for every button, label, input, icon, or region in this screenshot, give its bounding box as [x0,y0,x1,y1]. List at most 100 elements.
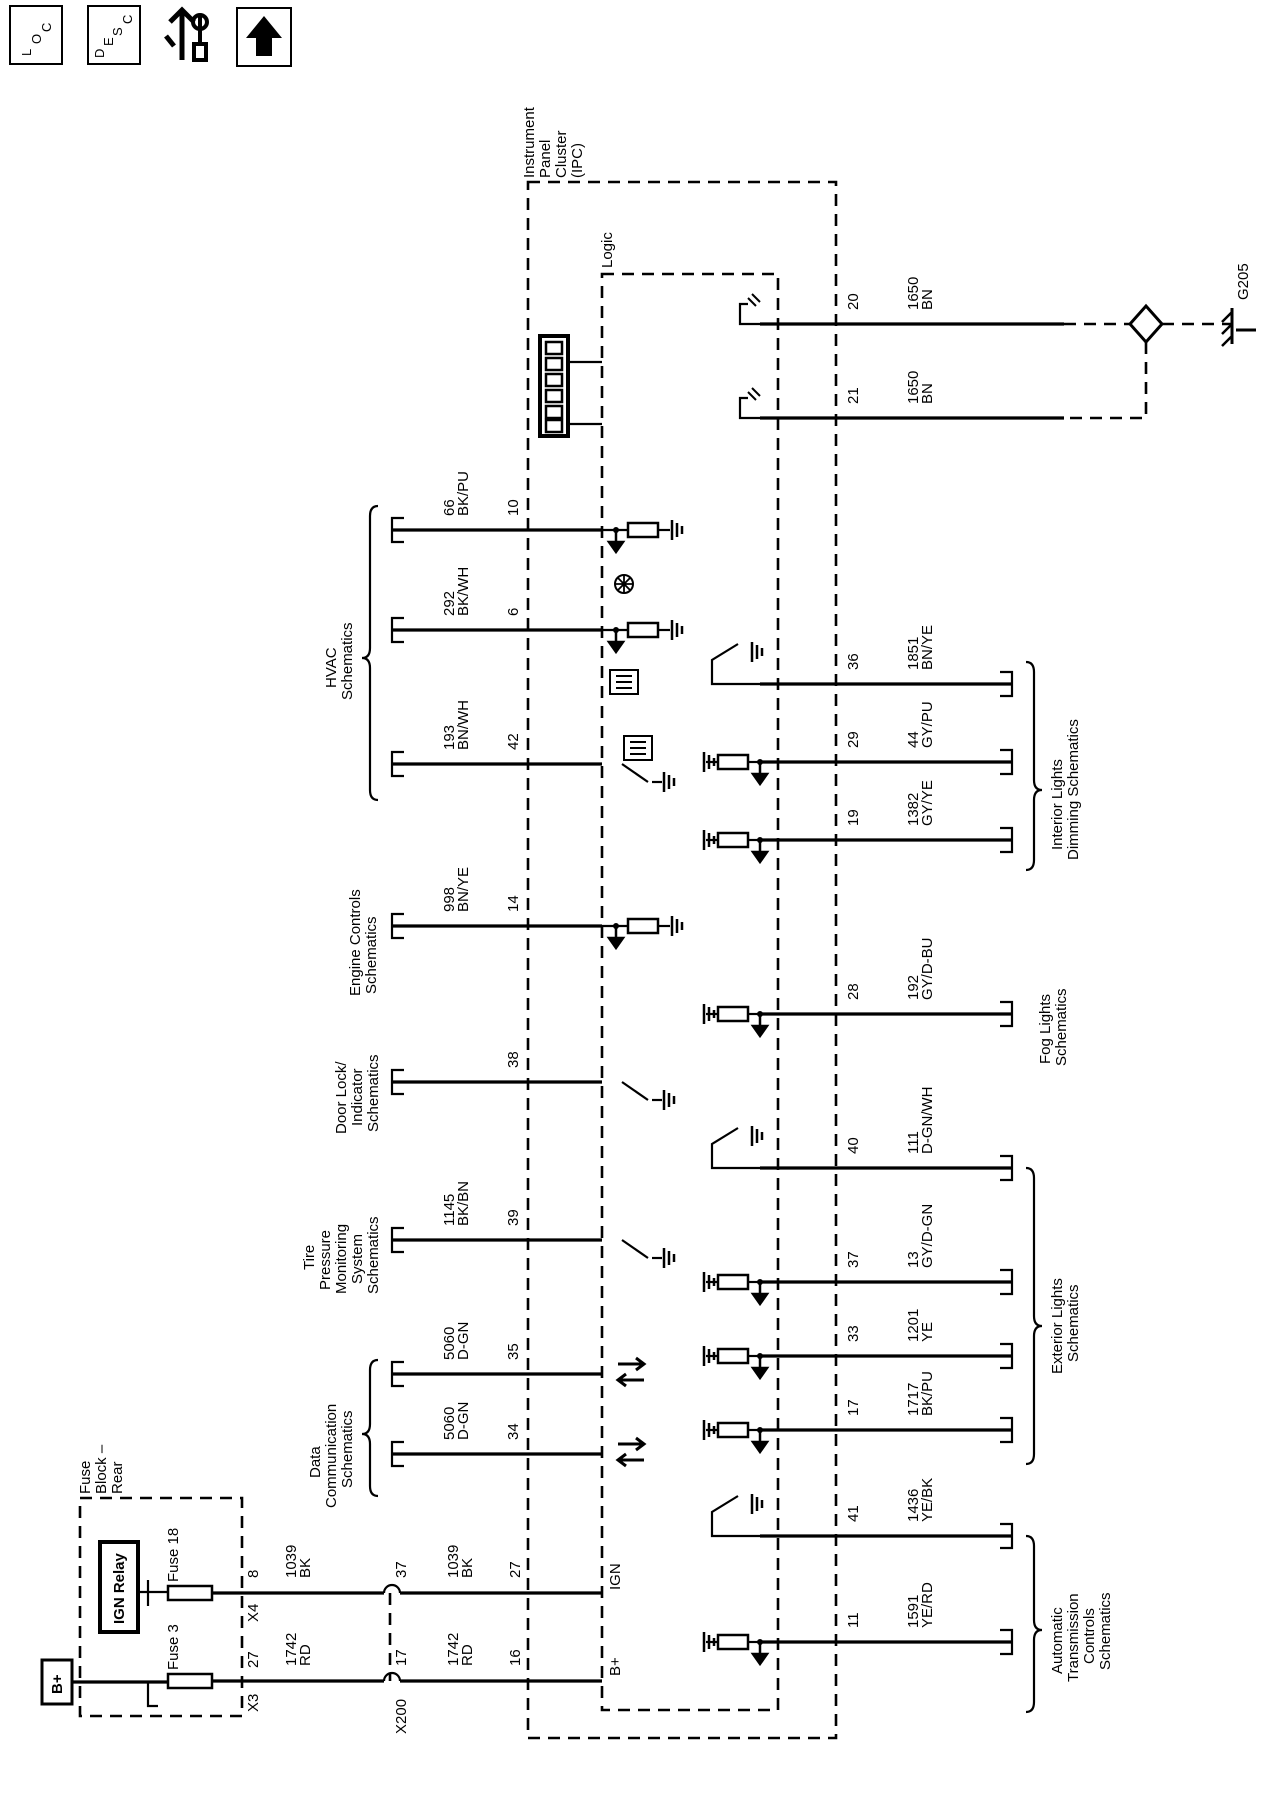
wire-color: GY/D-GN [919,1204,936,1268]
wire-color: GY/PU [919,701,936,748]
pullup-resistor [716,831,750,849]
wire-color: D-GN/WH [919,1087,936,1155]
exterior-label-2: Schematics [1065,1284,1082,1362]
wire-color: BN [919,383,936,404]
ground-icon [750,1494,764,1514]
datacomm-label-2: Communication [323,1404,340,1508]
pin-number: 37 [845,1251,862,1268]
logic-label: Logic [599,232,616,268]
fuse3-ipc-pin: 16 [507,1649,524,1666]
description-button[interactable]: D E S C [87,5,141,65]
wire-color: YE/RD [919,1582,936,1628]
input-arrow-icon [606,530,626,555]
trans-label-4: Schematics [1097,1592,1114,1670]
wire-color: BN [919,289,936,310]
pin-number: 35 [505,1343,522,1360]
pullup-resistor [716,753,750,771]
switch-to-ground [710,1495,760,1538]
input-arrow-icon [606,926,626,951]
connector-stub [1000,1268,1014,1296]
pin-number: 21 [845,387,862,404]
pullup-resistor [716,1005,750,1023]
door-label-3: Schematics [365,1054,382,1132]
circuit-number: 1650 [905,371,922,404]
switch-to-ground-ground [662,1090,676,1110]
connector-stub [1000,826,1014,854]
ipc-label-2: Panel [537,140,554,178]
circuit-number: 193 [441,725,458,750]
data-bus-arrow-icon [618,1436,647,1452]
connector-stub [1000,1522,1014,1550]
switch-to-ground [710,1127,760,1170]
ground-icon [702,1632,716,1652]
circuit-number: 13 [905,1251,922,1268]
ipc-label-1: Instrument [521,106,538,178]
tire-label-5: Schematics [365,1216,382,1294]
ign-label: IGN [607,1563,624,1590]
switch-to-ground [621,1239,676,1268]
circuit-number: 1717 [905,1383,922,1416]
fog-label-1: Fog Lights [1037,994,1054,1064]
pin-number: 41 [845,1505,862,1522]
fuse18-splice-pin: 37 [393,1561,410,1578]
pullup-resistor-ground [670,916,684,936]
rear-defrost-icon [609,669,639,695]
switch-to-ground [621,1081,676,1110]
input-arrow-icon [750,762,770,787]
fuse-block-label-1: Fuse [77,1461,94,1494]
up-arrow-icon [246,16,282,56]
location-button[interactable]: L O C [9,5,63,65]
datacomm-bracket [361,1358,379,1498]
ign-relay-box [98,1540,140,1634]
ground-icon [702,752,716,772]
data-bus-arrow-icon [618,1356,647,1372]
circuit-number: 998 [441,887,458,912]
desc-letter-s: S [110,27,125,36]
input-arrow-icon [750,840,770,865]
input-arrow-icon [750,1356,770,1381]
pullup-resistor-ground [670,620,684,640]
pullup-resistor [626,520,684,540]
fuse18-feed [140,1580,168,1606]
hvac-label-2: Schematics [339,622,356,700]
circuit-number: 1436 [905,1489,922,1522]
loc-letter-l: L [19,49,34,56]
switch-to-ground-ground [662,772,676,792]
pin-number: 6 [505,608,522,616]
ipc-label-4: (IPC) [569,143,586,178]
wire-color: BK/PU [919,1371,936,1416]
exterior-bracket [1025,1166,1043,1466]
input-arrow-icon [750,1642,770,1667]
ipc-outline [526,180,838,1740]
up-arrow-button[interactable] [236,7,292,67]
pin-number: 19 [845,809,862,826]
diagnostic-tools-icon[interactable] [164,6,209,62]
tire-label-1: Tire [301,1245,318,1270]
wire-color: D-GN [455,1402,472,1440]
fuse3-circuit2: 1742 [445,1633,462,1666]
fuse3-symbol [166,1672,214,1690]
connector-stub [1000,748,1014,776]
hvac-indicator-icons [609,574,653,761]
engine-label-1: Engine Controls [347,889,364,996]
wire-color: BN/YE [455,867,472,912]
trans-label-2: Transmission [1065,1593,1082,1682]
input-arrow-icon [750,1430,770,1455]
input-arrow-icon [750,1014,770,1039]
fuse-block-label-3: Rear [109,1461,126,1494]
fuse18-symbol [166,1584,214,1602]
ground-icon [702,1420,716,1440]
pin-number: 33 [845,1325,862,1342]
ground-icon [702,1272,716,1292]
pullup-resistor [716,1347,750,1365]
connector-stub [1000,1154,1014,1182]
fuse3-color2: RD [459,1644,476,1666]
